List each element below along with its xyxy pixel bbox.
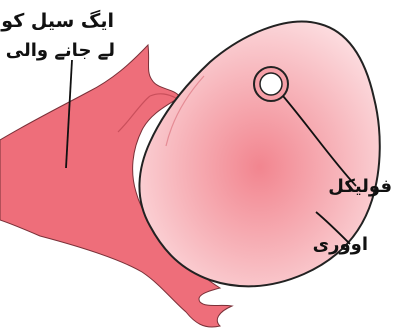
follicle-ring [260,73,282,95]
fallopian-tube-label-line1: ایگ سیل کو [1,12,114,31]
fallopian-tube-label-line2: لے جانے والی نالی [0,42,115,60]
follicle-label: فولیکل [328,178,392,196]
ovary-label: اووری [313,236,368,254]
